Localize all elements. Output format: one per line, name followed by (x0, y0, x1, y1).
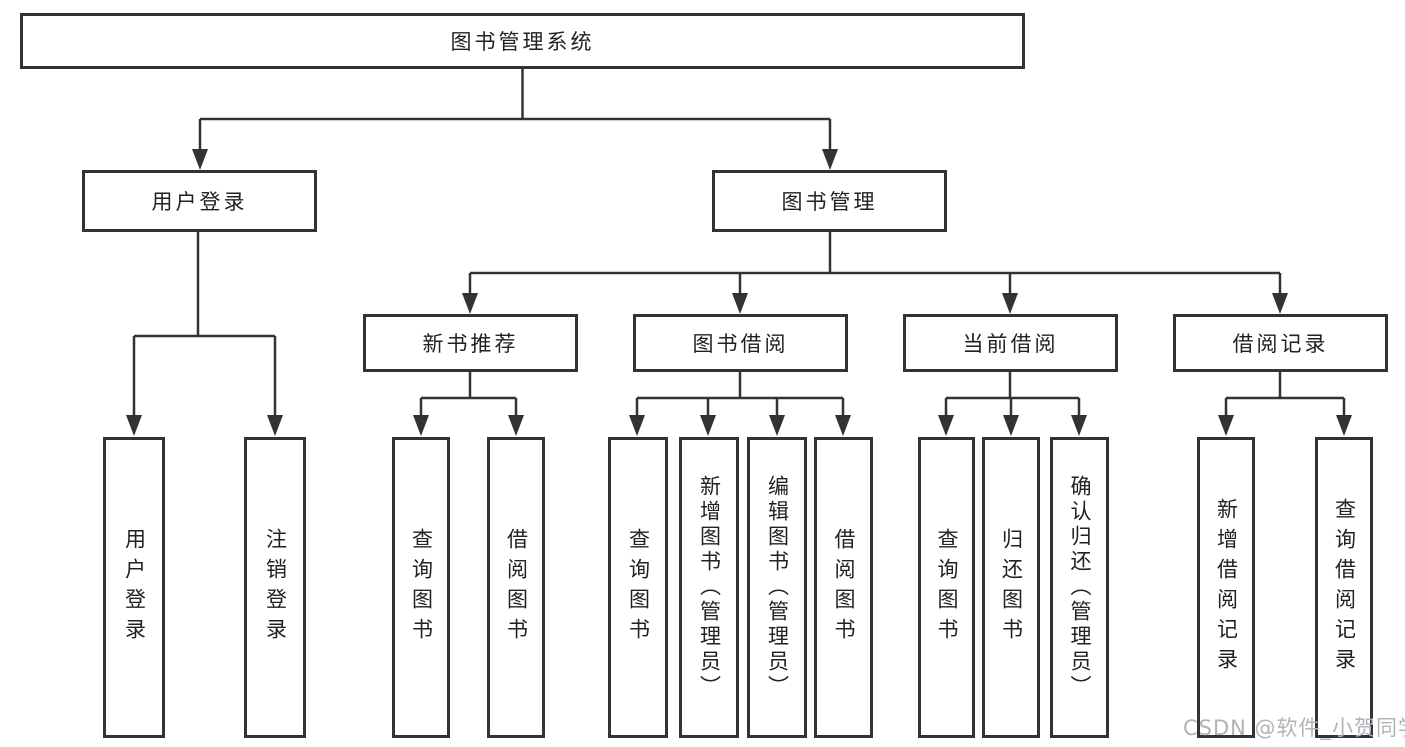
node-label: 注销登录 (263, 527, 288, 648)
node-label: 查询图书 (409, 527, 434, 648)
node-book-management: 图书管理 (712, 170, 947, 232)
node-new-book-recommendation: 新书推荐 (363, 314, 578, 372)
node-label: 查询图书 (626, 527, 651, 648)
node-add-books-admin: 新增图书（管理员） (679, 437, 739, 738)
node-label: 图书管理 (781, 190, 878, 214)
arrowheads (126, 149, 1352, 436)
node-label: 借阅图书 (832, 527, 856, 648)
node-borrow-books-2: 借阅图书 (814, 437, 873, 738)
node-return-books: 归还图书 (982, 437, 1040, 738)
watermark-text: CSDN @软件_小贺同学 (1183, 716, 1405, 740)
node-label: 新增图书（管理员） (697, 475, 722, 700)
node-confirm-return-admin: 确认归还（管理员） (1050, 437, 1109, 738)
node-label: 查询图书 (935, 527, 959, 648)
node-current-borrowing: 当前借阅 (903, 314, 1118, 372)
node-borrowing-records: 借阅记录 (1173, 314, 1388, 372)
node-library-management-system: 图书管理系统 (20, 13, 1025, 69)
node-query-books-1: 查询图书 (392, 437, 450, 738)
node-label: 用户登录 (151, 190, 248, 214)
node-query-borrow-record: 查询借阅记录 (1315, 437, 1373, 738)
node-label: 归还图书 (999, 527, 1024, 648)
node-label: 图书借阅 (692, 332, 789, 356)
node-label: 确认归还（管理员） (1068, 475, 1092, 700)
node-label: 新书推荐 (422, 332, 519, 356)
node-user-login-leaf: 用户登录 (103, 437, 165, 738)
node-query-books-2: 查询图书 (608, 437, 668, 738)
node-label: 编辑图书（管理员） (765, 475, 790, 700)
node-edit-books-admin: 编辑图书（管理员） (747, 437, 807, 738)
node-label: 借阅记录 (1232, 332, 1329, 356)
node-label: 查询借阅记录 (1332, 497, 1357, 678)
node-user-login: 用户登录 (82, 170, 317, 232)
node-logout: 注销登录 (244, 437, 306, 738)
node-label: 用户登录 (122, 527, 147, 648)
node-label: 新增借阅记录 (1214, 497, 1239, 678)
node-label: 借阅图书 (504, 527, 529, 648)
node-book-borrowing: 图书借阅 (633, 314, 848, 372)
node-query-books-3: 查询图书 (918, 437, 975, 738)
node-label: 图书管理系统 (450, 30, 595, 54)
node-label: 当前借阅 (962, 332, 1059, 356)
node-add-borrow-record: 新增借阅记录 (1197, 437, 1255, 738)
node-borrow-books-1: 借阅图书 (487, 437, 545, 738)
